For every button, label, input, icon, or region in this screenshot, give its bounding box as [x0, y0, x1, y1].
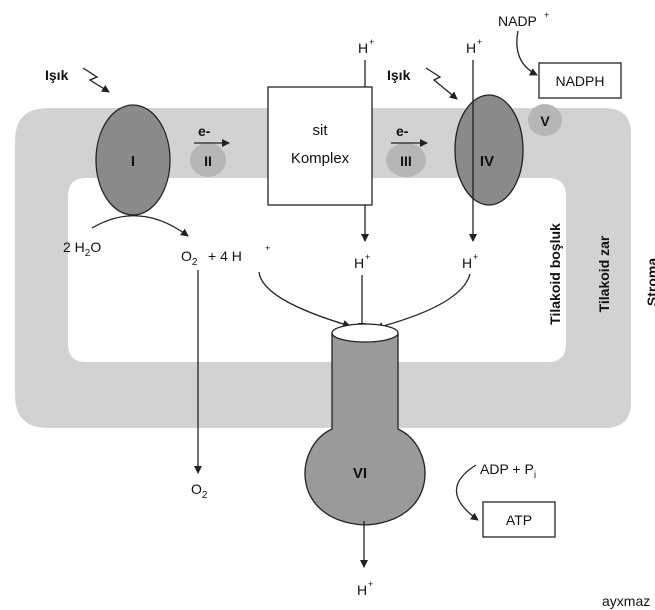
nadph-label: NADPH: [555, 73, 604, 89]
proton-arrow-right: [375, 273, 471, 331]
complex-iii: [386, 143, 426, 177]
cytochrome-label-2: Komplex: [291, 150, 350, 167]
complex-iv-label: IV: [480, 153, 494, 170]
nadph-box: [538, 62, 622, 99]
complex-v-label: V: [540, 113, 550, 129]
proton-lumen-1-charge: +: [365, 252, 370, 262]
oxygen-label-2: O2: [191, 481, 208, 501]
atp-synthase-channel: [331, 323, 399, 343]
light-arrow-1: [82, 67, 110, 93]
plus-4h-label: + 4 H: [208, 248, 242, 264]
proton-lumen-1: H: [354, 255, 364, 271]
proton-arrow-left: [258, 271, 351, 328]
complex-vi-label: VI: [353, 465, 367, 482]
cytochrome-label-1: sit: [313, 122, 329, 139]
atp-synthase: [304, 332, 426, 526]
stroma-label: Stroma: [644, 258, 655, 306]
nadp-charge: +: [544, 10, 549, 20]
complex-v: [528, 104, 562, 136]
proton-top-2: H: [466, 40, 476, 56]
proton-lumen-2-charge: +: [473, 252, 478, 262]
proton-top-2-charge: +: [477, 37, 482, 47]
oxygen-label-1: O2: [181, 248, 198, 268]
light-label-1: Işık: [45, 67, 69, 83]
light-label-2: Işık: [387, 67, 411, 83]
proton-lumen-2: H: [462, 255, 472, 271]
nadp-arrow: [516, 30, 538, 76]
lumen-label: Tilakoid boşluk: [547, 223, 563, 325]
signature: ayxmaz: [602, 593, 650, 609]
complex-ii-label: II: [204, 153, 212, 169]
complex-iii-label: III: [400, 153, 412, 169]
adp-label: ADP + Pi: [480, 461, 536, 481]
water-split-arrow: [91, 215, 189, 237]
complex-i: [95, 104, 171, 216]
proton-bottom-charge: +: [368, 579, 373, 589]
atp-label: ATP: [506, 512, 532, 528]
adp-arrow: [455, 464, 479, 521]
proton-bottom: H: [357, 582, 367, 598]
water-label: 2 H2O: [63, 239, 101, 259]
proton-top-1: H: [358, 40, 368, 56]
nadp-label: NADP: [498, 13, 537, 29]
complex-i-label: I: [131, 153, 135, 170]
atp-box: [482, 501, 556, 538]
electron-label-1: e-: [198, 123, 211, 139]
cytochrome-complex: [267, 86, 373, 206]
proton-top-1-charge: +: [369, 37, 374, 47]
complex-ii: [190, 143, 226, 177]
membrane-label: Tilakoid zar: [596, 235, 612, 312]
plus-4h-charge: +: [265, 243, 270, 253]
complex-iv: [454, 94, 524, 206]
electron-label-2: e-: [396, 123, 409, 139]
light-arrow-2: [425, 67, 458, 100]
